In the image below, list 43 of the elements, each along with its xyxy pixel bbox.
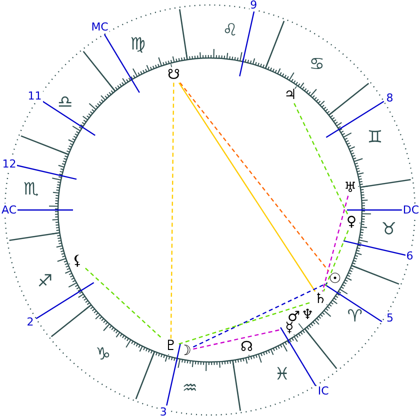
house-label: IC: [316, 384, 330, 398]
house-label: 3: [158, 405, 168, 418]
zodiac-sign-symbol: ♈: [347, 308, 362, 326]
house-label: 6: [405, 250, 414, 263]
aspect-line: [170, 82, 174, 338]
planet-symbol: ☋: [166, 66, 182, 83]
planet-symbol: ☊: [238, 339, 255, 356]
planet-symbol: ♅: [342, 180, 358, 196]
zodiac-sign-symbol: ♊: [367, 129, 383, 146]
zodiac-sign-symbol: ♎: [57, 94, 73, 112]
house-label: 8: [385, 91, 394, 104]
zodiac-sign-symbol: ♉: [381, 222, 396, 239]
zodiac-sign-symbol: ♒: [182, 380, 198, 398]
zodiac-sign-symbol: ♓: [274, 366, 290, 384]
aspect-line: [323, 230, 349, 292]
house-label: DC: [402, 204, 420, 216]
house-label: MC: [90, 20, 110, 34]
zodiac-sign-symbol: ♏: [23, 181, 39, 198]
planet-symbol: ♆: [300, 306, 316, 323]
aspect-line: [85, 268, 164, 340]
zodiac-sign-symbol: ♍: [130, 36, 146, 54]
zodiac-sign-symbol: ♌: [222, 22, 238, 40]
aspect-line: [322, 196, 349, 292]
aspect-line: [180, 82, 330, 272]
planet-symbol: ♄: [312, 291, 328, 308]
aspect-line: [192, 282, 328, 348]
house-label: 9: [249, 0, 258, 12]
planet-symbol: ☽: [177, 342, 194, 359]
house-label: AC: [0, 204, 18, 216]
zodiac-sign-symbol: ♐: [37, 274, 53, 291]
planet-symbol: ☉: [327, 271, 344, 288]
house-label: 11: [26, 90, 43, 103]
planet-symbol: ♃: [282, 87, 298, 104]
aspect-line: [294, 103, 348, 215]
aspect-line: [178, 82, 316, 292]
aspect-line: [193, 328, 282, 350]
planet-symbol: ⚸: [69, 252, 86, 269]
planet-symbol: ♇: [162, 338, 179, 354]
house-label: 5: [386, 312, 394, 325]
house-label: 12: [1, 157, 18, 170]
zodiac-sign-symbol: ♋: [309, 56, 324, 74]
zodiac-sign-symbol: ♑: [96, 346, 111, 364]
planet-symbol: ♀: [343, 214, 360, 230]
